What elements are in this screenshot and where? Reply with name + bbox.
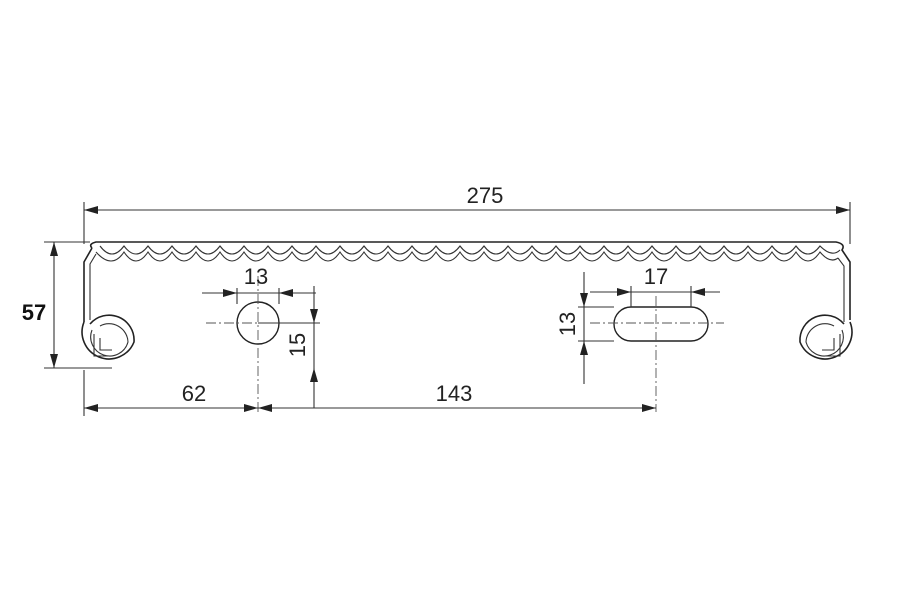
dim-bottom-chain [83,370,656,416]
dim-slot-height [578,272,614,384]
left-wall [83,247,93,322]
slot-hole [613,306,709,342]
serrations [95,245,841,262]
label-hole-offset: 15 [285,333,310,357]
dim-overall-width [83,202,851,244]
dim-slot-length [590,286,720,307]
label-slot-height: 13 [555,312,580,336]
label-height: 57 [22,300,46,325]
label-hole-to-slot: 143 [436,381,473,406]
plank-profile [81,241,853,360]
label-overall-width: 275 [467,183,504,208]
right-curl [799,314,853,360]
dim-hole-diameter [202,288,316,304]
left-curl [81,314,135,360]
dim-height [44,241,112,369]
label-slot-length: 17 [644,264,668,289]
right-wall-inner [837,257,845,322]
label-left-to-hole: 62 [182,381,206,406]
serrated-top-outer [89,241,851,320]
label-hole-diameter: 13 [244,264,268,289]
left-wall-inner [89,253,97,320]
dim-hole-offset [258,286,320,408]
